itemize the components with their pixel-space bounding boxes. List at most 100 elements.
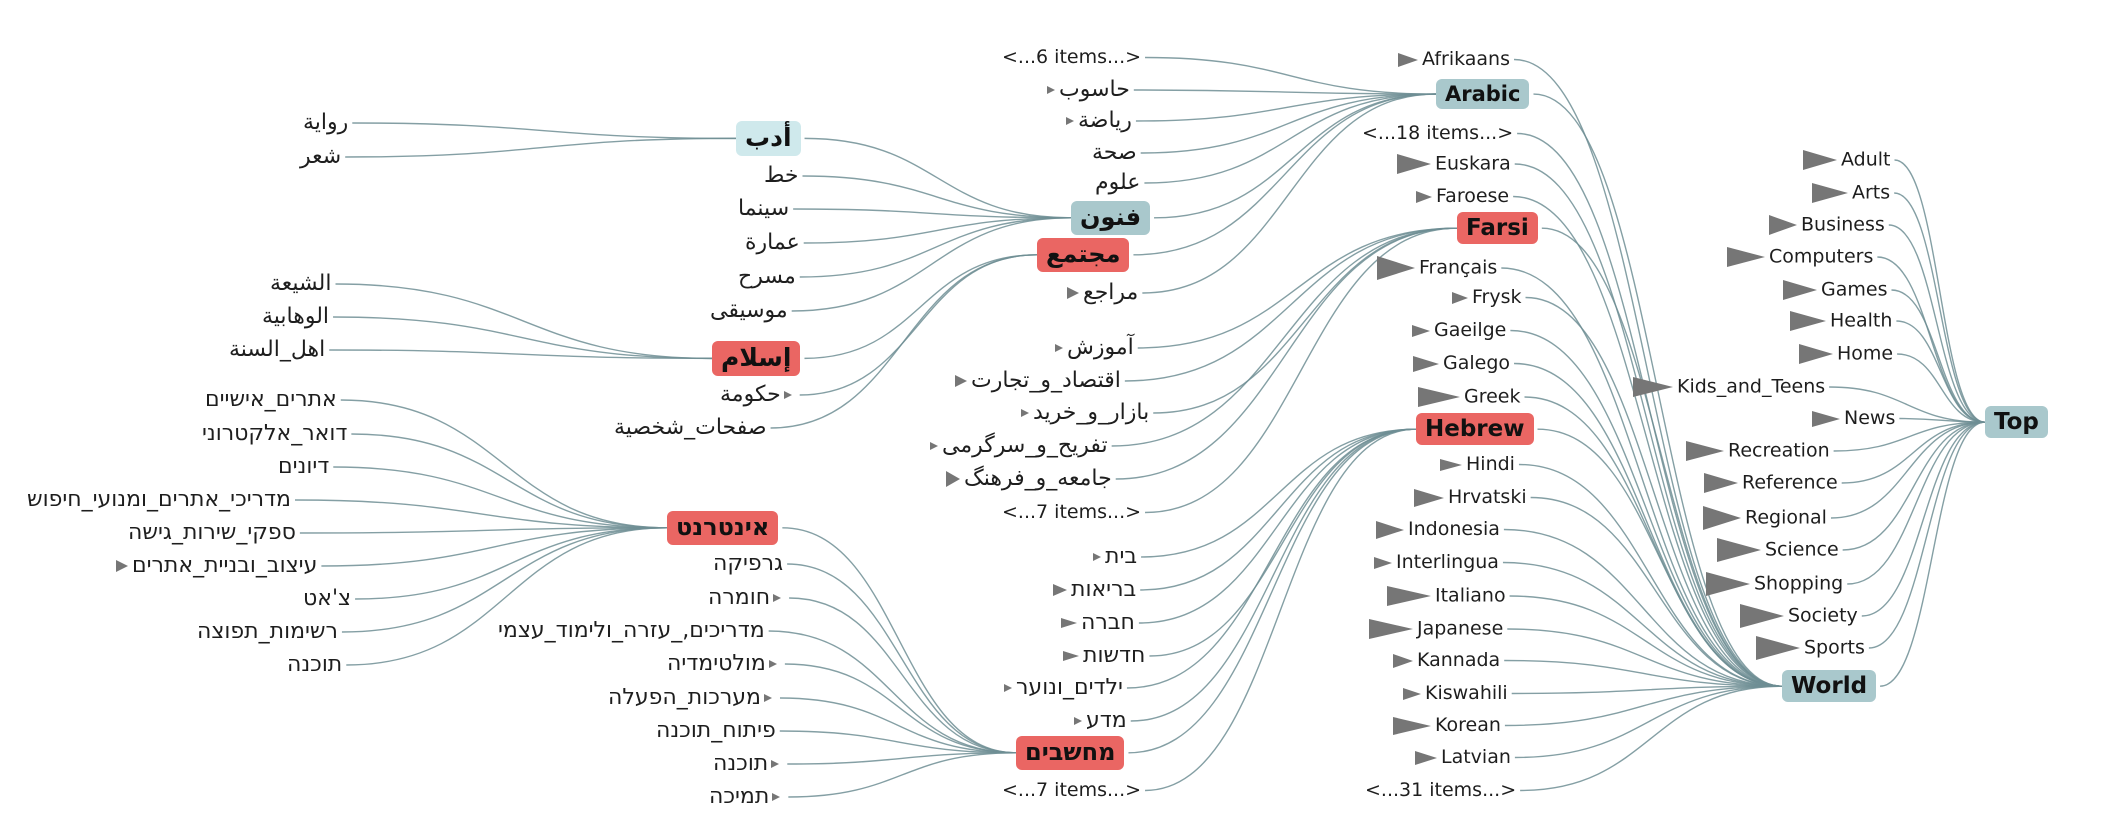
expand-triangle-icon[interactable]: [1376, 520, 1404, 539]
expand-triangle-icon[interactable]: [1055, 344, 1063, 352]
category-sports[interactable]: Sports: [1756, 636, 1865, 660]
literature-novel[interactable]: رواية: [303, 110, 349, 135]
literature-poetry[interactable]: شعر: [300, 144, 342, 169]
society-personal-pages[interactable]: صفحات_شخصية: [614, 415, 767, 440]
expand-triangle-icon[interactable]: [1703, 506, 1741, 530]
lang-kannada[interactable]: Kannada: [1393, 651, 1500, 670]
lang-interlingua[interactable]: Interlingua: [1374, 553, 1499, 572]
node-internet[interactable]: אינטרנט: [667, 511, 779, 545]
expand-triangle-icon[interactable]: [1047, 86, 1055, 94]
expand-triangle-icon[interactable]: [1414, 488, 1444, 507]
expand-triangle-icon[interactable]: [1416, 190, 1432, 203]
expand-triangle-icon[interactable]: [1066, 117, 1074, 125]
category-adult[interactable]: Adult: [1803, 150, 1891, 170]
lang-faroese[interactable]: Faroese: [1416, 187, 1509, 206]
category-recreation[interactable]: Recreation: [1686, 441, 1830, 461]
lang-hrvatski[interactable]: Hrvatski: [1414, 488, 1527, 507]
arts-architecture[interactable]: عمارة: [745, 230, 800, 255]
farsi-education[interactable]: آموزش: [1055, 337, 1134, 359]
expand-triangle-icon[interactable]: [1769, 215, 1797, 235]
hebrew-kids-youth[interactable]: ילדים_ונוער: [1004, 677, 1123, 699]
category-news[interactable]: News: [1812, 409, 1895, 428]
arabic-more-6[interactable]: <...6 items...>: [1002, 46, 1142, 68]
internet-directories[interactable]: מדריכי_אתרים_ומנועי_חיפוש: [27, 487, 291, 512]
expand-triangle-icon[interactable]: [1783, 280, 1817, 300]
category-health[interactable]: Health: [1790, 311, 1892, 331]
arabic-sports[interactable]: رياضة: [1066, 110, 1132, 132]
expand-triangle-icon[interactable]: [1398, 52, 1418, 67]
computers-guides[interactable]: מדריכים,_עזרה_ולימוד_עצמי: [498, 618, 765, 643]
expand-triangle-icon[interactable]: [1803, 150, 1837, 170]
expand-triangle-icon[interactable]: [1440, 458, 1462, 471]
hebrew-society[interactable]: חברה: [1061, 612, 1135, 634]
category-shopping[interactable]: Shopping: [1706, 572, 1843, 596]
expand-triangle-icon[interactable]: [1418, 387, 1460, 407]
category-regional[interactable]: Regional: [1703, 506, 1827, 530]
expand-triangle-icon[interactable]: [1633, 377, 1673, 397]
expand-triangle-icon[interactable]: [1061, 618, 1077, 628]
internet-email[interactable]: דואר_אלקטרוני: [202, 421, 348, 446]
expand-triangle-icon[interactable]: [1387, 586, 1431, 606]
computers-software[interactable]: תוכנה: [713, 753, 783, 775]
expand-triangle-icon[interactable]: [1374, 556, 1392, 569]
expand-triangle-icon[interactable]: [1717, 538, 1761, 562]
farsi-more-7[interactable]: <...7 items...>: [1002, 501, 1142, 523]
hebrew-news[interactable]: חדשות: [1063, 645, 1145, 667]
expand-triangle-icon[interactable]: [930, 442, 938, 450]
category-kids-and-teens[interactable]: Kids_and_Teens: [1633, 377, 1825, 397]
internet-web-design[interactable]: עיצוב_ובניית_אתרים: [116, 555, 317, 577]
expand-triangle-icon[interactable]: [1812, 183, 1848, 203]
expand-triangle-icon[interactable]: [1790, 311, 1826, 331]
lang-euskara[interactable]: Euskara: [1397, 154, 1511, 174]
expand-triangle-icon[interactable]: [116, 560, 128, 572]
expand-triangle-icon[interactable]: [1812, 410, 1840, 427]
lang-hindi[interactable]: Hindi: [1440, 455, 1515, 474]
internet-access-providers[interactable]: ספקי_שירות_גישה: [128, 520, 296, 545]
lang-latvian[interactable]: Latvian: [1415, 748, 1511, 767]
category-science[interactable]: Science: [1717, 538, 1839, 562]
internet-personal-sites[interactable]: אתרים_אישיים: [205, 387, 337, 412]
lang-frysk[interactable]: Frysk: [1452, 288, 1522, 307]
lang-more-31[interactable]: <...31 items...>: [1365, 779, 1517, 801]
expand-triangle-icon[interactable]: [1074, 717, 1082, 725]
expand-triangle-icon[interactable]: [946, 471, 960, 487]
node-hebrew-computers[interactable]: מחשבים: [1016, 736, 1125, 770]
arabic-health[interactable]: صحة: [1092, 140, 1137, 165]
expand-triangle-icon[interactable]: [1415, 750, 1437, 765]
internet-software[interactable]: תוכנה: [287, 652, 343, 677]
lang-japanese[interactable]: Japanese: [1369, 619, 1503, 639]
arts-music[interactable]: موسيقى: [710, 298, 788, 323]
expand-triangle-icon[interactable]: [768, 660, 777, 668]
computers-operating-systems[interactable]: מערכות_הפעלה: [608, 687, 776, 709]
lang-more-18[interactable]: <...18 items...>: [1362, 122, 1514, 144]
expand-triangle-icon[interactable]: [1740, 604, 1784, 628]
internet-mailing-lists[interactable]: רשימות_תפוצה: [197, 619, 338, 644]
expand-triangle-icon[interactable]: [1093, 553, 1101, 561]
farsi-shopping[interactable]: بازار_و_خريد: [1021, 402, 1149, 424]
expand-triangle-icon[interactable]: [1403, 687, 1421, 700]
arabic-reference[interactable]: مراجع: [1067, 282, 1138, 304]
node-literature[interactable]: أدب: [736, 121, 801, 156]
arts-theatre[interactable]: مسرح: [738, 264, 796, 289]
expand-triangle-icon[interactable]: [772, 793, 781, 801]
lang-indonesia[interactable]: Indonesia: [1376, 520, 1500, 539]
expand-triangle-icon[interactable]: [1393, 653, 1413, 668]
computers-support[interactable]: תמיכה: [709, 786, 784, 808]
category-computers[interactable]: Computers: [1727, 247, 1873, 267]
arts-cinema[interactable]: سينما: [738, 196, 790, 221]
expand-triangle-icon[interactable]: [1397, 154, 1431, 174]
node-hebrew[interactable]: Hebrew: [1416, 413, 1534, 446]
lang-gaeilge[interactable]: Gaeilge: [1412, 321, 1506, 340]
expand-triangle-icon[interactable]: [1452, 291, 1468, 304]
lang-kiswahili[interactable]: Kiswahili: [1403, 684, 1508, 703]
farsi-recreation[interactable]: تفريح_و_سرگرمی: [930, 435, 1108, 457]
society-government[interactable]: حكومة: [720, 384, 796, 406]
farsi-economy-trade[interactable]: اقتصاد_و_تجارت: [955, 370, 1121, 392]
hebrew-health[interactable]: בריאות: [1053, 579, 1136, 601]
hebrew-science[interactable]: מדע: [1074, 710, 1127, 732]
islam-shia[interactable]: الشيعة: [270, 271, 332, 296]
internet-discussions[interactable]: דיונים: [278, 454, 330, 479]
expand-triangle-icon[interactable]: [1412, 324, 1430, 337]
expand-triangle-icon[interactable]: [771, 760, 780, 768]
category-arts[interactable]: Arts: [1812, 183, 1890, 203]
